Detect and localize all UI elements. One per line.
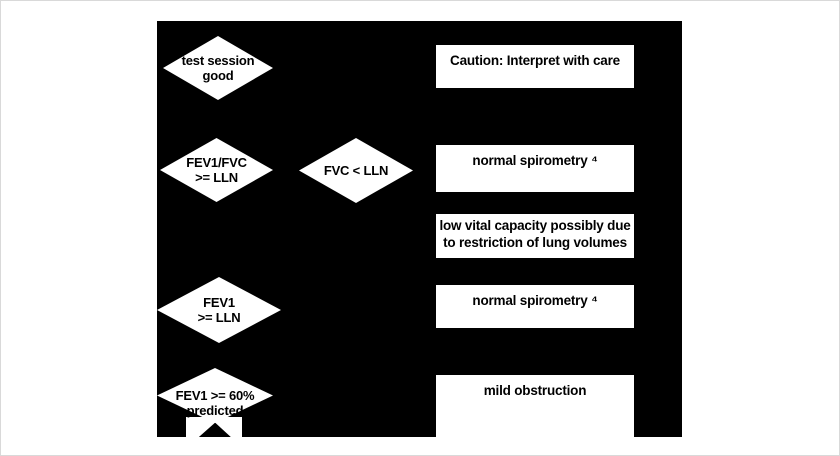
decision-label: FEV1/FVC >= LLN [186, 155, 247, 185]
outcome-caution: Caution: Interpret with care [436, 45, 634, 88]
outcome-normal-spirometry-2: normal spirometry ⁴ [436, 285, 634, 328]
outcome-low-vital-capacity: low vital capacity possibly due to restr… [436, 214, 634, 258]
decision-fev1-fvc-ge-lln: FEV1/FVC >= LLN [160, 138, 273, 202]
decision-label: FEV1 >= LLN [197, 295, 241, 325]
decision-label: FVC < LLN [323, 163, 389, 178]
decision-fev1-ge-lln: FEV1 >= LLN [157, 277, 281, 343]
decision-test-session-good: test session good [163, 36, 273, 100]
outcome-mild-obstruction: mild obstruction [436, 375, 634, 437]
outcome-normal-spirometry-1: normal spirometry ⁴ [436, 145, 634, 192]
decision-label: test session good [181, 53, 255, 83]
decision-fvc-lt-lln: FVC < LLN [299, 138, 413, 203]
decision-fev1-ge-60-predicted: FEV1 >= 60% predicted [157, 368, 273, 423]
decision-label: FEV1 >= 60% predicted [175, 387, 255, 418]
